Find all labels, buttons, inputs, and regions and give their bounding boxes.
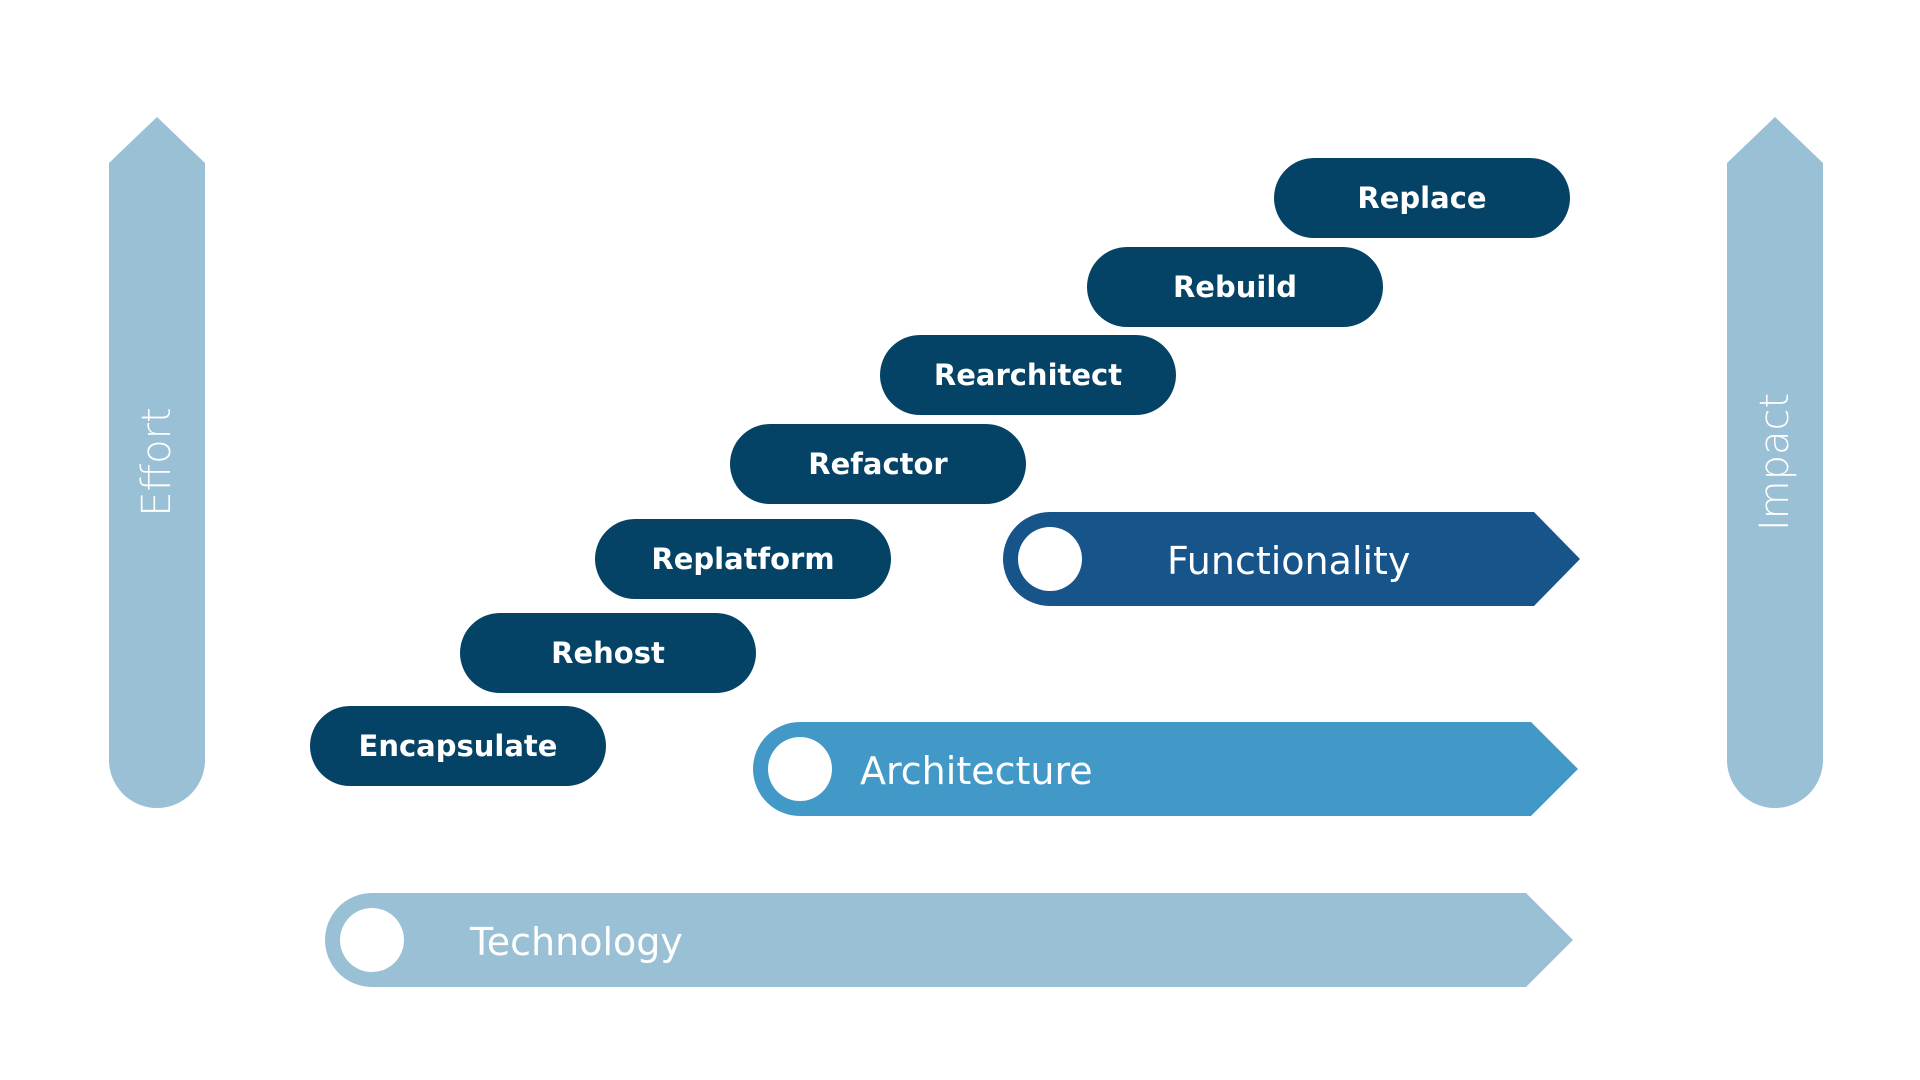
architecture-circle-marker — [768, 737, 832, 801]
step-rearchitect: Rearchitect — [880, 335, 1176, 415]
effort-arrow-shape — [109, 117, 205, 808]
functionality-layer-arrow — [1003, 512, 1580, 606]
architecture-label: Architecture — [860, 749, 1093, 793]
architecture-layer-arrow — [753, 722, 1578, 816]
technology-label: Technology — [470, 920, 683, 964]
step-rebuild: Rebuild — [1087, 247, 1383, 327]
step-replace: Replace — [1274, 158, 1570, 238]
step-rehost: Rehost — [460, 613, 756, 693]
functionality-arrow-body — [1003, 512, 1580, 606]
impact-arrow-shape — [1727, 117, 1823, 808]
architecture-arrow-body — [753, 722, 1578, 816]
technology-circle-marker — [340, 908, 404, 972]
functionality-circle-marker — [1018, 527, 1082, 591]
step-refactor: Refactor — [730, 424, 1026, 504]
step-replatform: Replatform — [595, 519, 891, 599]
functionality-label: Functionality — [1167, 539, 1411, 583]
step-encapsulate: Encapsulate — [310, 706, 606, 786]
technology-arrow-body — [325, 893, 1573, 987]
technology-layer-arrow — [325, 893, 1573, 987]
